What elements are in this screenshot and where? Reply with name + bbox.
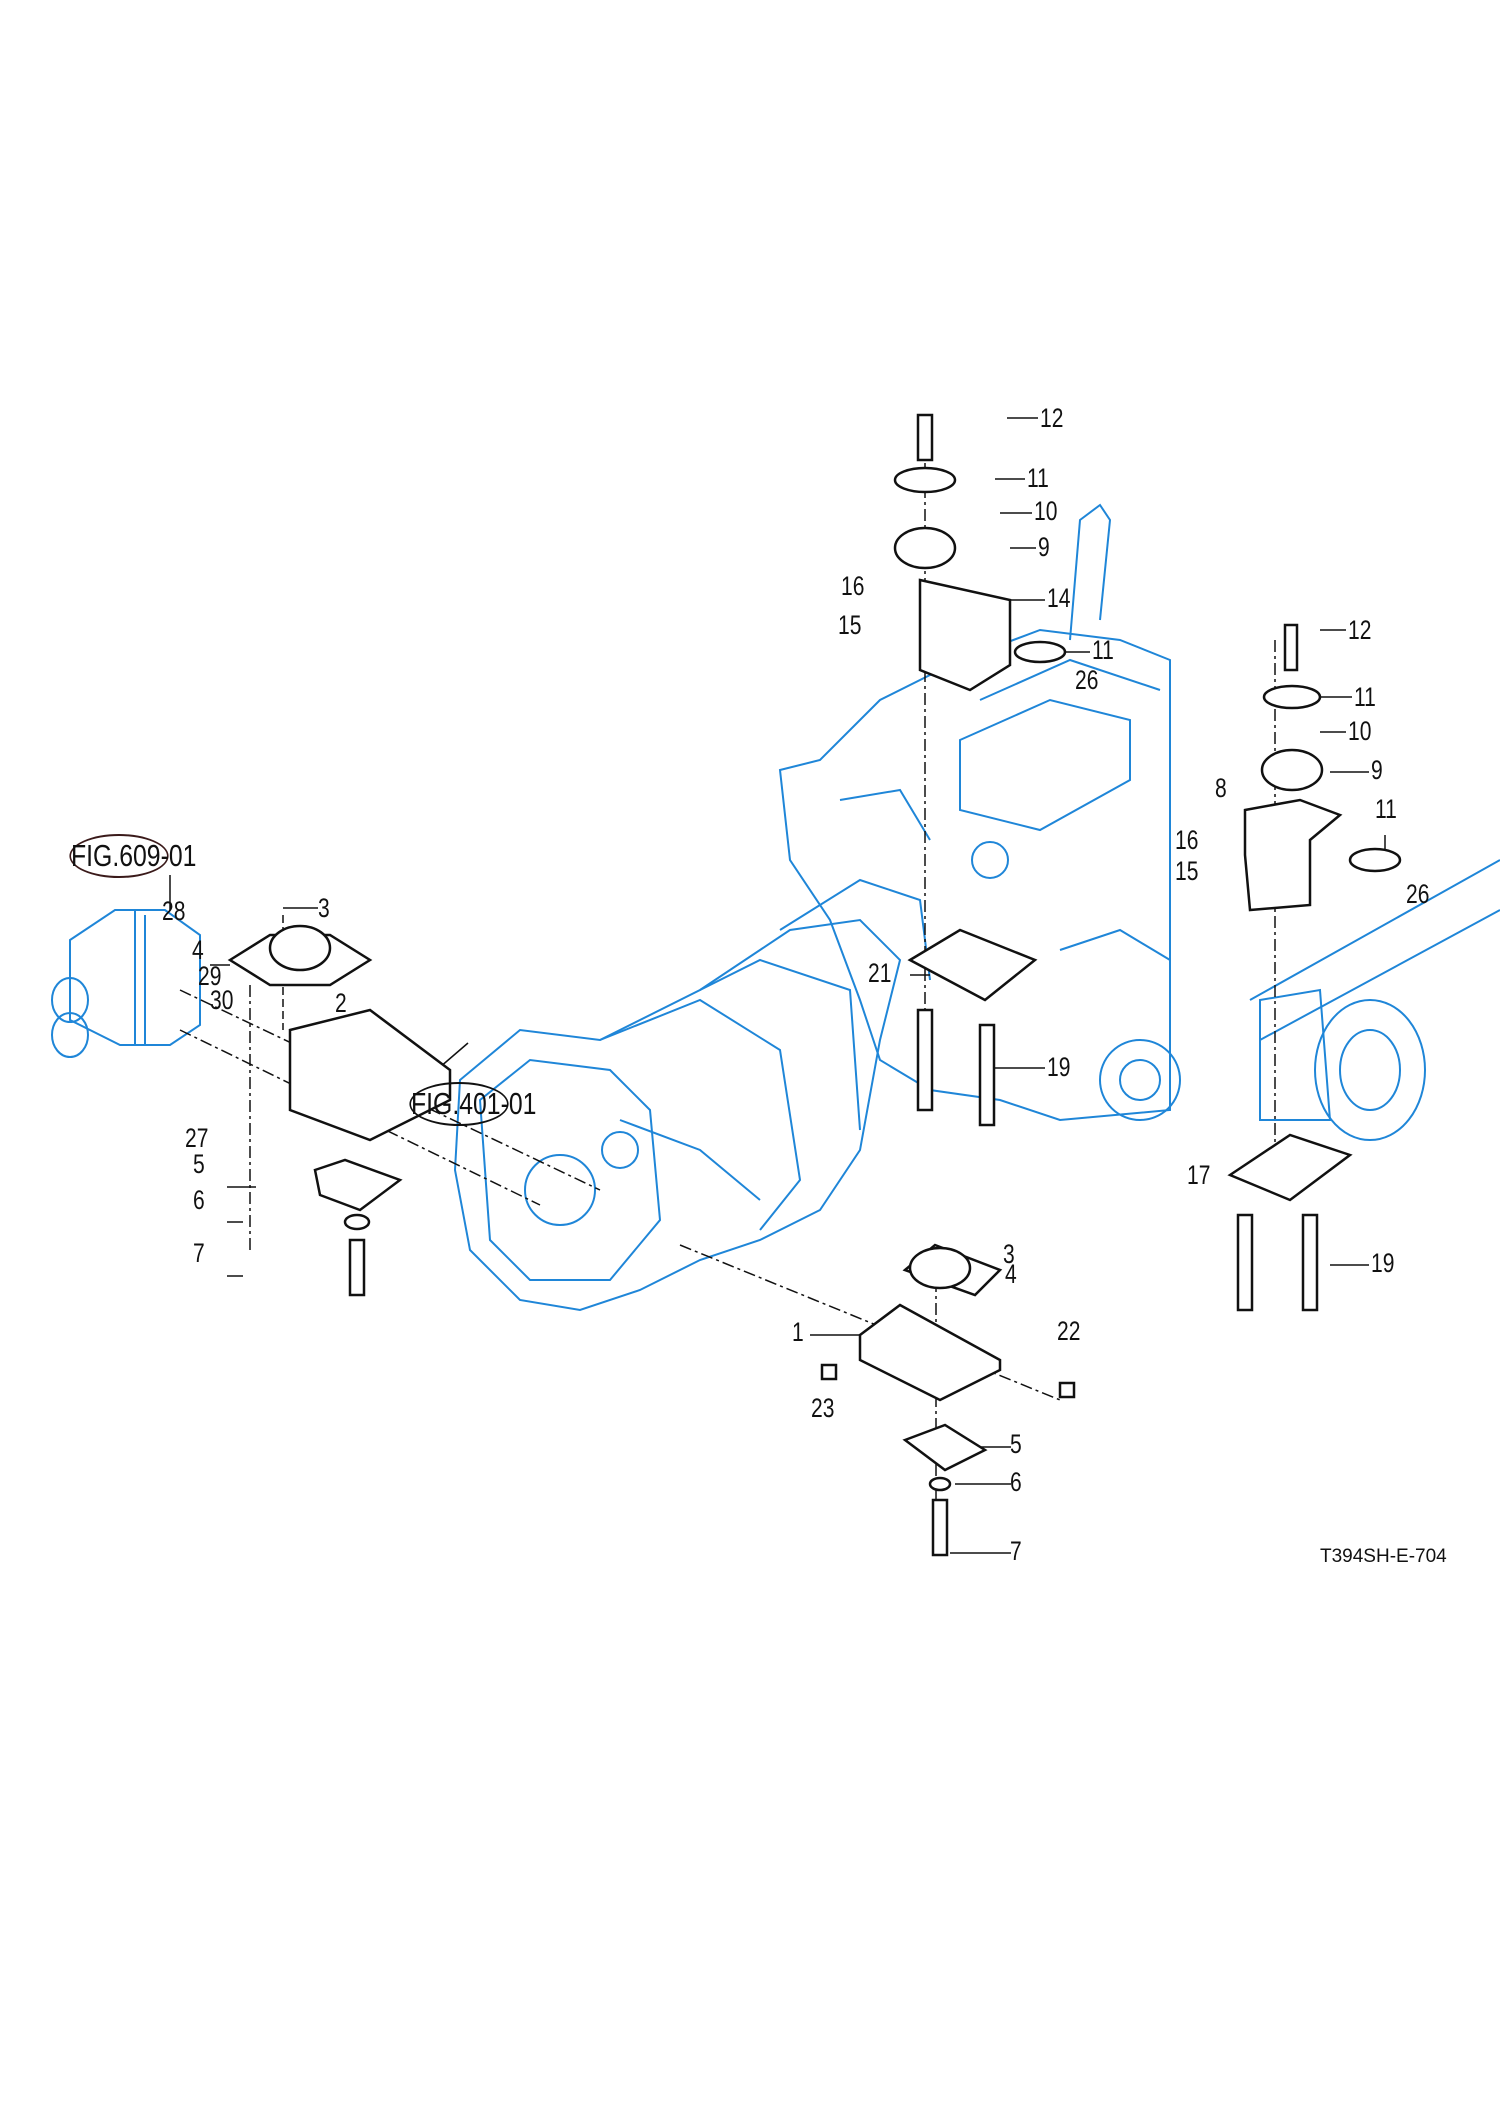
callout-5: 5 [193, 1149, 205, 1179]
callout-28: 28 [162, 896, 186, 926]
callout-7: 7 [193, 1238, 205, 1268]
callout-14: 14 [1047, 583, 1071, 613]
mount-parts [227, 413, 1402, 1557]
callout-3: 3 [318, 893, 330, 923]
leader-lines [169, 417, 1386, 1554]
fig-609-01-reference[interactable]: FIG.609-01 [69, 834, 196, 878]
callout-26: 26 [1406, 879, 1430, 909]
callout-23: 23 [811, 1393, 835, 1423]
callout-19: 19 [1047, 1052, 1071, 1082]
callout-4: 4 [1005, 1259, 1017, 1289]
callout-21: 21 [868, 958, 892, 988]
callout-12: 12 [1040, 403, 1064, 433]
callout-30: 30 [210, 985, 234, 1015]
callout-12: 12 [1348, 615, 1372, 645]
callout-19: 19 [1371, 1248, 1395, 1278]
fig-401-01-reference[interactable]: FIG.401-01 [409, 1082, 536, 1126]
callout-29: 29 [198, 961, 222, 991]
callout-15: 15 [1175, 856, 1199, 886]
callout-22: 22 [1057, 1316, 1081, 1346]
callout-7: 7 [1010, 1536, 1022, 1566]
callout-26: 26 [1075, 665, 1099, 695]
callout-6: 6 [193, 1185, 205, 1215]
callout-16: 16 [1175, 825, 1199, 855]
callout-27: 27 [185, 1123, 209, 1153]
callout-16: 16 [841, 571, 865, 601]
drawing-code: T394SH-E-704 [1320, 1546, 1447, 1567]
callout-15: 15 [838, 610, 862, 640]
callout-1: 1 [792, 1317, 804, 1347]
callout-11: 11 [1354, 682, 1376, 712]
axle-drawing [1249, 859, 1500, 1141]
callout-5: 5 [1010, 1429, 1022, 1459]
callout-3: 3 [1003, 1239, 1015, 1269]
hydraulic-pump-drawing [51, 909, 201, 1058]
callout-4: 4 [192, 935, 204, 965]
callout-17: 17 [1187, 1160, 1211, 1190]
callout-11: 11 [1092, 635, 1114, 665]
callout-9: 9 [1038, 532, 1050, 562]
callout-10: 10 [1348, 716, 1372, 746]
callout-6: 6 [1010, 1467, 1022, 1497]
callout-11: 11 [1027, 463, 1049, 493]
callout-10: 10 [1034, 496, 1058, 526]
callout-9: 9 [1371, 755, 1383, 785]
callout-2: 2 [335, 988, 347, 1018]
callout-11: 11 [1375, 794, 1397, 824]
callout-8: 8 [1215, 773, 1227, 803]
engine-drawing [778, 503, 1181, 1122]
